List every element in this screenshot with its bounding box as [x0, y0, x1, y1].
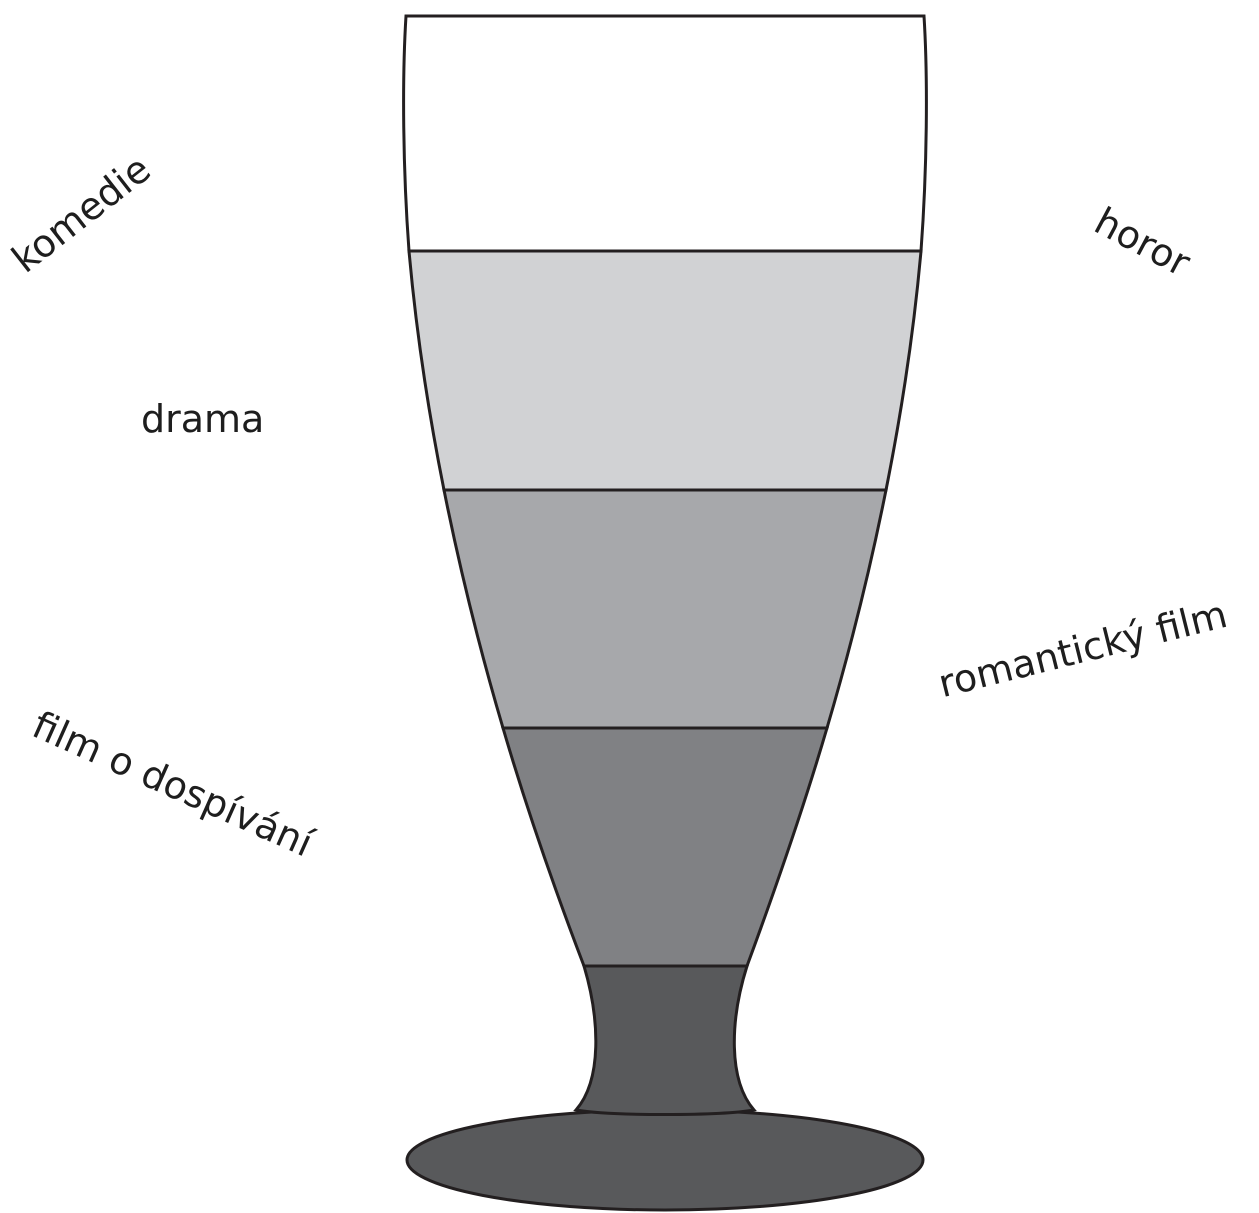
label-drama: drama — [141, 400, 264, 438]
glass-layer-top — [404, 16, 927, 251]
glass-stem — [576, 966, 754, 1115]
glass-layer-light-gray — [409, 251, 921, 490]
glass-layer-dark-gray — [503, 728, 827, 966]
glass-layer-medium-gray — [444, 490, 886, 728]
glass-foot — [407, 1110, 923, 1210]
